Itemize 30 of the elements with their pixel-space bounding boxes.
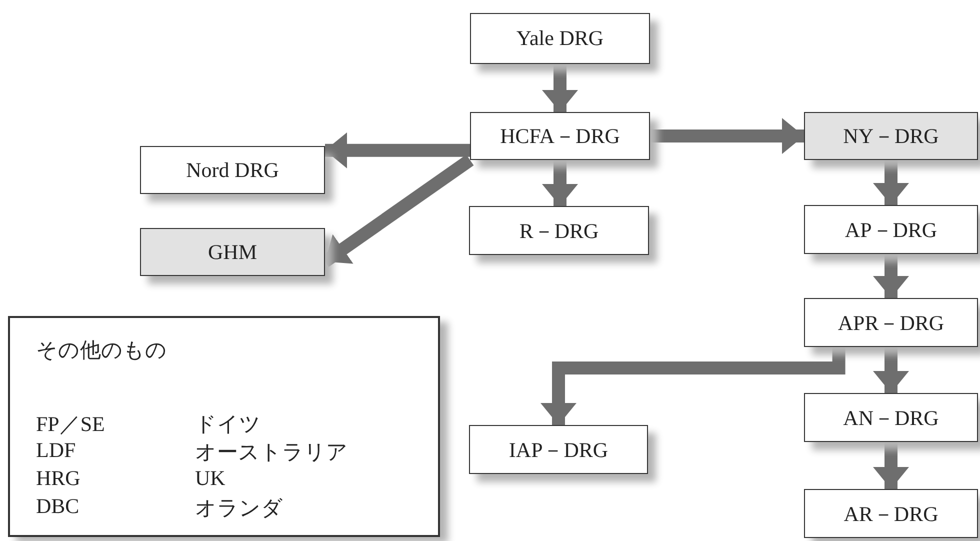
arrow <box>873 347 909 393</box>
country-text: オーストラリア <box>195 439 348 466</box>
process-box: HCFA－DRG <box>470 112 650 160</box>
arrow <box>650 118 804 154</box>
note-box <box>8 316 440 537</box>
process-box: Yale DRG <box>470 13 650 64</box>
arrow <box>542 160 578 206</box>
process-box: AR－DRG <box>804 489 978 538</box>
country-text: オランダ <box>195 495 283 522</box>
process-box: IAP－DRG <box>469 425 648 474</box>
arrow <box>325 132 470 168</box>
arrow <box>873 160 909 205</box>
arrow <box>540 347 846 425</box>
process-box: GHM <box>140 228 325 276</box>
arrow <box>873 254 909 298</box>
process-box: Nord DRG <box>140 146 325 194</box>
abbreviation-text: HRG <box>36 466 80 491</box>
arrow <box>542 64 578 112</box>
note-heading: その他のもの <box>36 337 167 364</box>
process-box: AP－DRG <box>804 205 978 254</box>
abbreviation-text: LDF <box>36 438 76 463</box>
process-box: R－DRG <box>469 206 649 255</box>
country-text: ドイツ <box>195 411 261 438</box>
abbreviation-text: FP／SE <box>36 411 105 438</box>
process-box: AN－DRG <box>804 393 978 442</box>
arrow <box>873 442 909 489</box>
process-box: APR－DRG <box>804 298 978 347</box>
country-text: UK <box>195 466 226 491</box>
abbreviation-text: DBC <box>36 494 80 519</box>
process-box: NY－DRG <box>804 112 978 160</box>
